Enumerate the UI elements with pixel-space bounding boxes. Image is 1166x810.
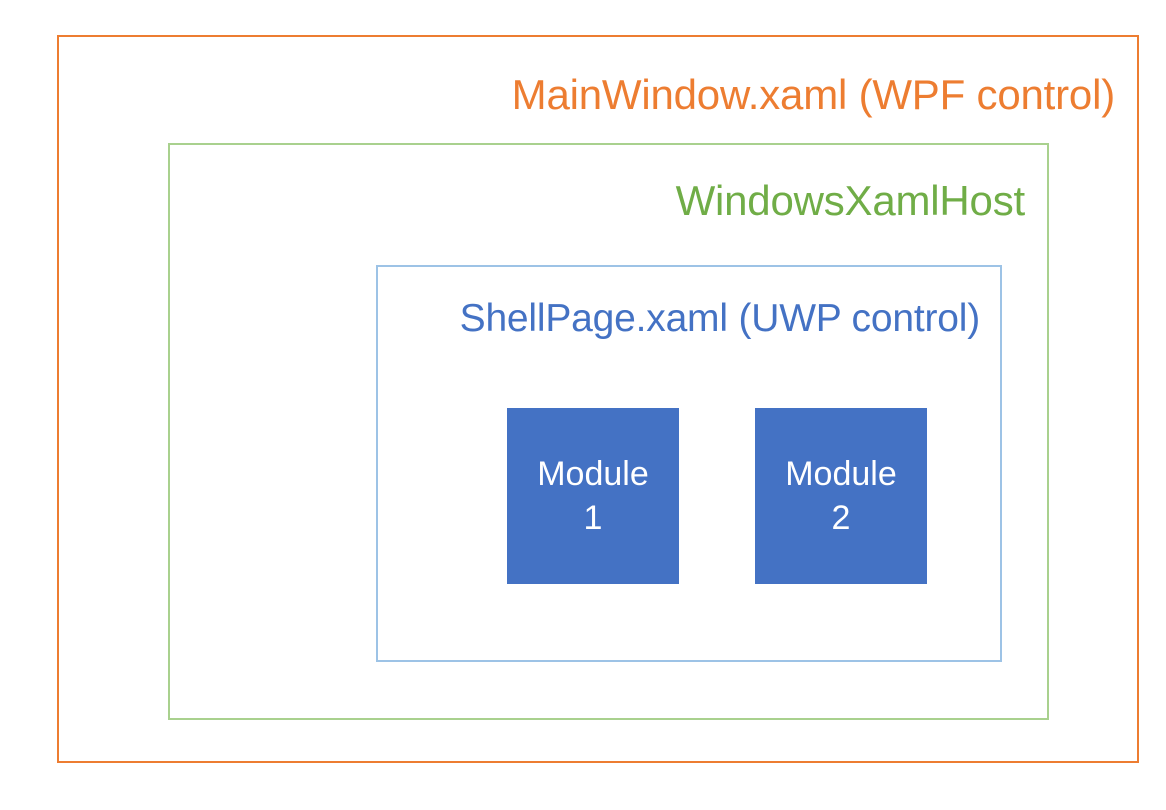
module-box-2: Module 2 — [755, 408, 927, 584]
module-2-number: 2 — [831, 499, 851, 537]
frame-shellpage-uwp: ShellPage.xaml (UWP control) Module 1 Mo… — [376, 265, 1002, 662]
label-mainwindow-wpf: MainWindow.xaml (WPF control) — [511, 71, 1116, 118]
module-box-1: Module 1 — [507, 408, 679, 584]
module-2-name: Module — [785, 455, 897, 493]
module-row: Module 1 Module 2 — [378, 267, 1000, 660]
module-1-number: 1 — [583, 499, 603, 537]
label-shellpage-uwp: ShellPage.xaml (UWP control) — [459, 297, 981, 340]
module-1-name: Module — [537, 455, 649, 493]
frame-mainwindow-wpf: MainWindow.xaml (WPF control) WindowsXam… — [57, 35, 1139, 763]
label-windowsxamlhost: WindowsXamlHost — [675, 177, 1026, 224]
frame-windowsxamlhost: WindowsXamlHost ShellPage.xaml (UWP cont… — [168, 143, 1049, 720]
